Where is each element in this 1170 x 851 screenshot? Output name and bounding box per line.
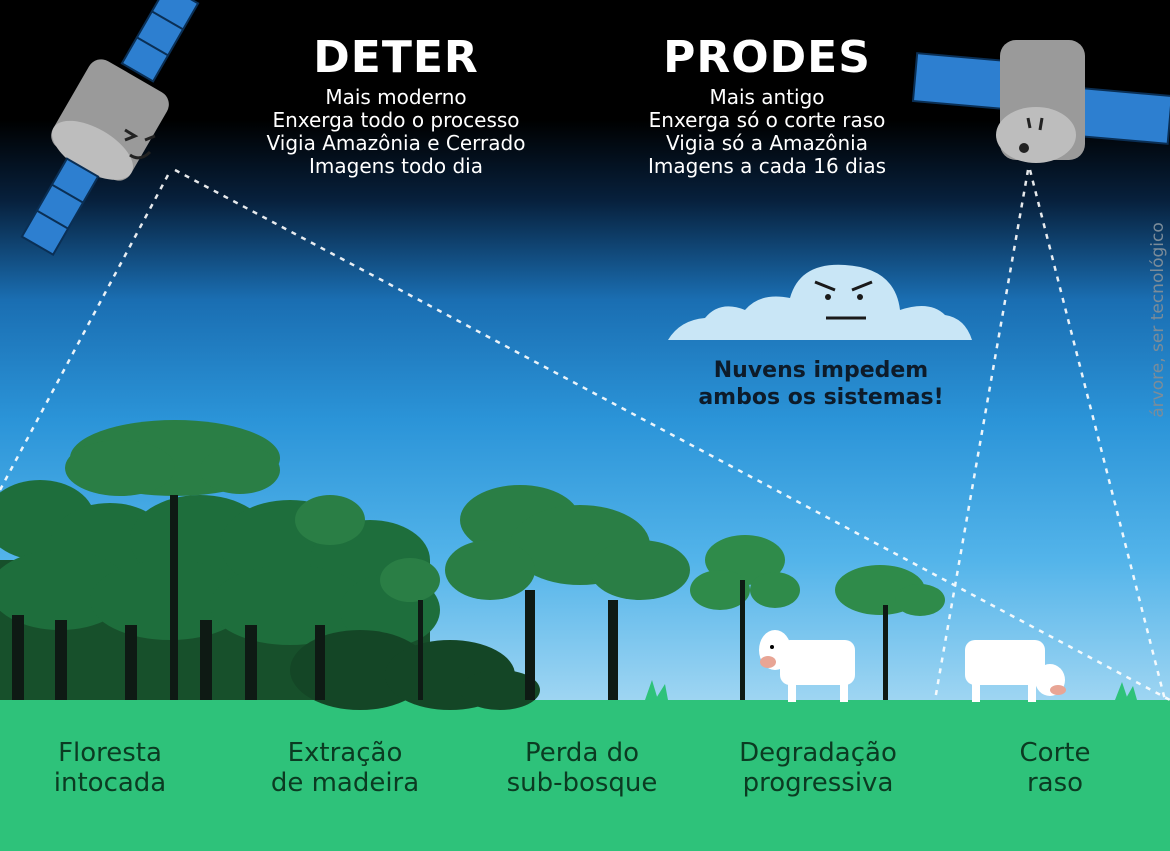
stage-line: raso: [1026, 768, 1084, 798]
deter-line: Vigia Amazônia e Cerrado: [266, 131, 526, 155]
stage-line: Degradação: [739, 738, 897, 768]
prodes-description: Mais antigo Enxerga só o corte raso Vigi…: [577, 86, 957, 178]
stage-label-corte-raso: Corte raso: [945, 738, 1165, 798]
cloud-note-line: ambos os sistemas!: [698, 385, 944, 410]
untouched-forest: [0, 420, 540, 710]
stage-label-sub-bosque: Perda do sub-bosque: [472, 738, 692, 798]
prodes-line: Enxerga só o corte raso: [648, 108, 886, 132]
ground: [0, 700, 1170, 851]
cow-icon: [965, 640, 1066, 702]
cloud-note: Nuvens impedem ambos os sistemas!: [661, 357, 981, 411]
stage-line: Corte: [1019, 738, 1091, 768]
deter-line: Mais moderno: [325, 85, 467, 109]
satellite-view-lines: [0, 168, 1170, 702]
stage-label-floresta: Floresta intocada: [0, 738, 220, 798]
stage-label-degradacao: Degradação progressiva: [708, 738, 928, 798]
satellite-deter-icon: [20, 0, 200, 256]
stage-line: sub-bosque: [506, 768, 658, 798]
stage-line: de madeira: [270, 768, 420, 798]
stage-line: intocada: [53, 768, 167, 798]
prodes-line: Vigia só a Amazônia: [666, 131, 868, 155]
cloud-note-line: Nuvens impedem: [713, 358, 929, 383]
prodes-line: Imagens a cada 16 dias: [648, 154, 886, 178]
credit-text: árvore, ser tecnológico: [1148, 222, 1168, 418]
angry-cloud-icon: [668, 264, 972, 340]
stage-line: Floresta: [58, 738, 162, 768]
deter-line: Enxerga todo o processo: [272, 108, 520, 132]
stage-line: progressiva: [742, 768, 894, 798]
stage-line: Perda do: [524, 738, 640, 768]
middle-trees: [380, 485, 1137, 700]
stage-label-extracao: Extração de madeira: [235, 738, 455, 798]
prodes-line: Mais antigo: [709, 85, 825, 109]
stage-line: Extração: [287, 738, 403, 768]
cow-icon: [759, 630, 855, 702]
satellite-prodes-icon: [911, 40, 1170, 163]
deter-line: Imagens todo dia: [309, 154, 483, 178]
deter-description: Mais moderno Enxerga todo o processo Vig…: [206, 86, 586, 178]
deter-title: DETER: [313, 32, 479, 83]
prodes-title: PRODES: [663, 32, 871, 83]
